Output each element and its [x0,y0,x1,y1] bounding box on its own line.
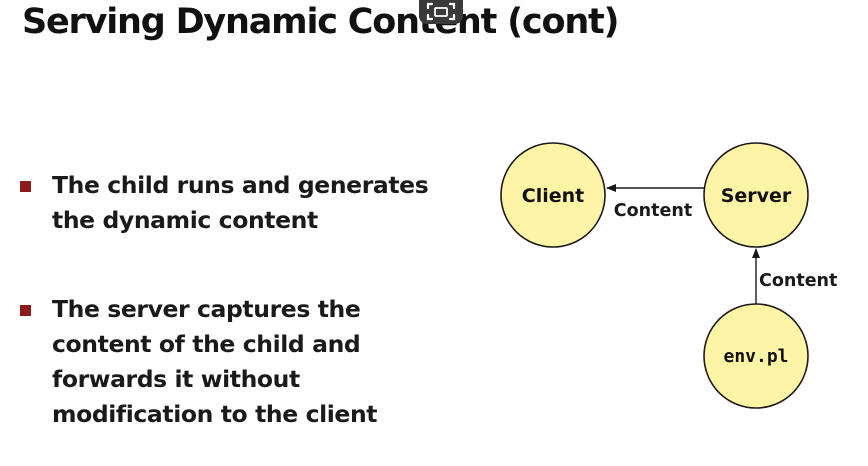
bullet-line: the dynamic content [52,206,318,234]
bullet-line: The server captures the [52,295,361,323]
server-node-label: Server [721,185,792,207]
bullet-square-icon [20,305,31,316]
bullet-text: The server captures the content of the c… [52,292,458,432]
bullet-item: The server captures the content of the c… [18,292,458,432]
slide-title: Serving Dynamic Content (cont) [22,2,620,42]
bullet-list: The child runs and generates the dynamic… [18,168,458,432]
screen-capture-icon[interactable] [419,0,463,24]
server-to-client-label: Content [614,201,692,221]
bullet-item: The child runs and generates the dynamic… [18,168,458,238]
server-node [703,142,809,248]
bullet-line: forwards it without [52,365,300,393]
client-node-label: Client [522,185,584,207]
env-pl-node-label: env.pl [723,346,788,367]
bullet-line: modification to the client [52,400,378,428]
bullet-line: content of the child and [52,330,361,358]
bullet-line: The child runs and generates [52,171,429,199]
script-to-server-label: Content [759,271,837,291]
bullet-text: The child runs and generates the dynamic… [52,168,458,238]
bullet-square-icon [20,181,31,192]
client-node [500,142,606,248]
